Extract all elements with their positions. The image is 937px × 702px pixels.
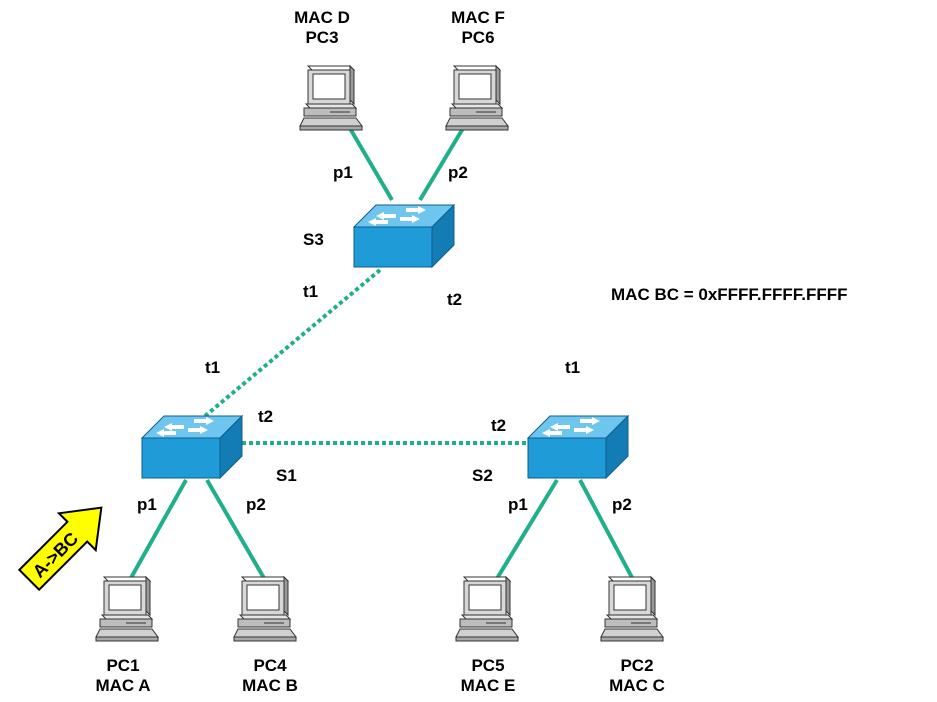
access-links bbox=[125, 123, 638, 587]
pc5-name-label: PC5 bbox=[471, 656, 505, 675]
s2-port-p1: p1 bbox=[508, 495, 528, 514]
link-s2-pc2 bbox=[578, 479, 638, 586]
s3-port-t1: t1 bbox=[303, 282, 319, 301]
pc5-mac-label: MAC E bbox=[460, 676, 516, 695]
pc1-mac-label: MAC A bbox=[95, 676, 151, 695]
switch-s2 bbox=[527, 415, 629, 479]
pc4-mac-label: MAC B bbox=[242, 676, 298, 695]
pc2-mac-label: MAC C bbox=[609, 676, 665, 695]
link-pc6-s3 bbox=[418, 123, 467, 202]
link-pc3-s3 bbox=[346, 123, 394, 202]
link-s1-pc1 bbox=[125, 479, 188, 586]
s3-port-p2: p2 bbox=[448, 163, 468, 182]
switch-s3 bbox=[353, 204, 455, 268]
pc4-name-label: PC4 bbox=[253, 656, 287, 675]
pc4-computer-icon bbox=[233, 576, 297, 642]
link-s1-pc4 bbox=[205, 478, 270, 587]
link-s2-pc5 bbox=[491, 478, 559, 587]
switch-s1 bbox=[141, 415, 243, 479]
s1-port-p2: p2 bbox=[246, 495, 266, 514]
s2-port-p2: p2 bbox=[612, 495, 632, 514]
pc2-name-label: PC2 bbox=[620, 656, 654, 675]
s2-name-label: S2 bbox=[472, 466, 493, 485]
s1-port-p1: p1 bbox=[137, 495, 157, 514]
pc6-computer-icon bbox=[445, 65, 509, 131]
s1-port-t1: t1 bbox=[205, 358, 221, 377]
pc6-mac-label: MAC F bbox=[451, 8, 505, 27]
trunk-links bbox=[203, 268, 532, 445]
broadcast-mac-note: MAC BC = 0xFFFF.FFFF.FFFF bbox=[611, 285, 848, 304]
pc1-name-label: PC1 bbox=[106, 656, 140, 675]
trunk-s3-s1 bbox=[203, 268, 382, 418]
frame-arrow-icon: A->BC bbox=[17, 506, 103, 592]
pc5-computer-icon bbox=[455, 576, 519, 642]
pc6-name-label: PC6 bbox=[461, 28, 495, 47]
s2-port-t2: t2 bbox=[491, 416, 507, 435]
s2-port-t1: t1 bbox=[565, 358, 581, 377]
pc1-computer-icon bbox=[95, 576, 159, 642]
s3-port-p1: p1 bbox=[333, 163, 353, 182]
s1-port-t2: t2 bbox=[258, 407, 274, 426]
s3-name-label: S3 bbox=[303, 230, 324, 249]
pc3-mac-label: MAC D bbox=[294, 8, 350, 27]
pc2-computer-icon bbox=[600, 576, 664, 642]
pc3-name-label: PC3 bbox=[305, 28, 339, 47]
s1-name-label: S1 bbox=[276, 466, 297, 485]
pc3-computer-icon bbox=[299, 65, 363, 131]
s3-port-t2: t2 bbox=[447, 290, 463, 309]
